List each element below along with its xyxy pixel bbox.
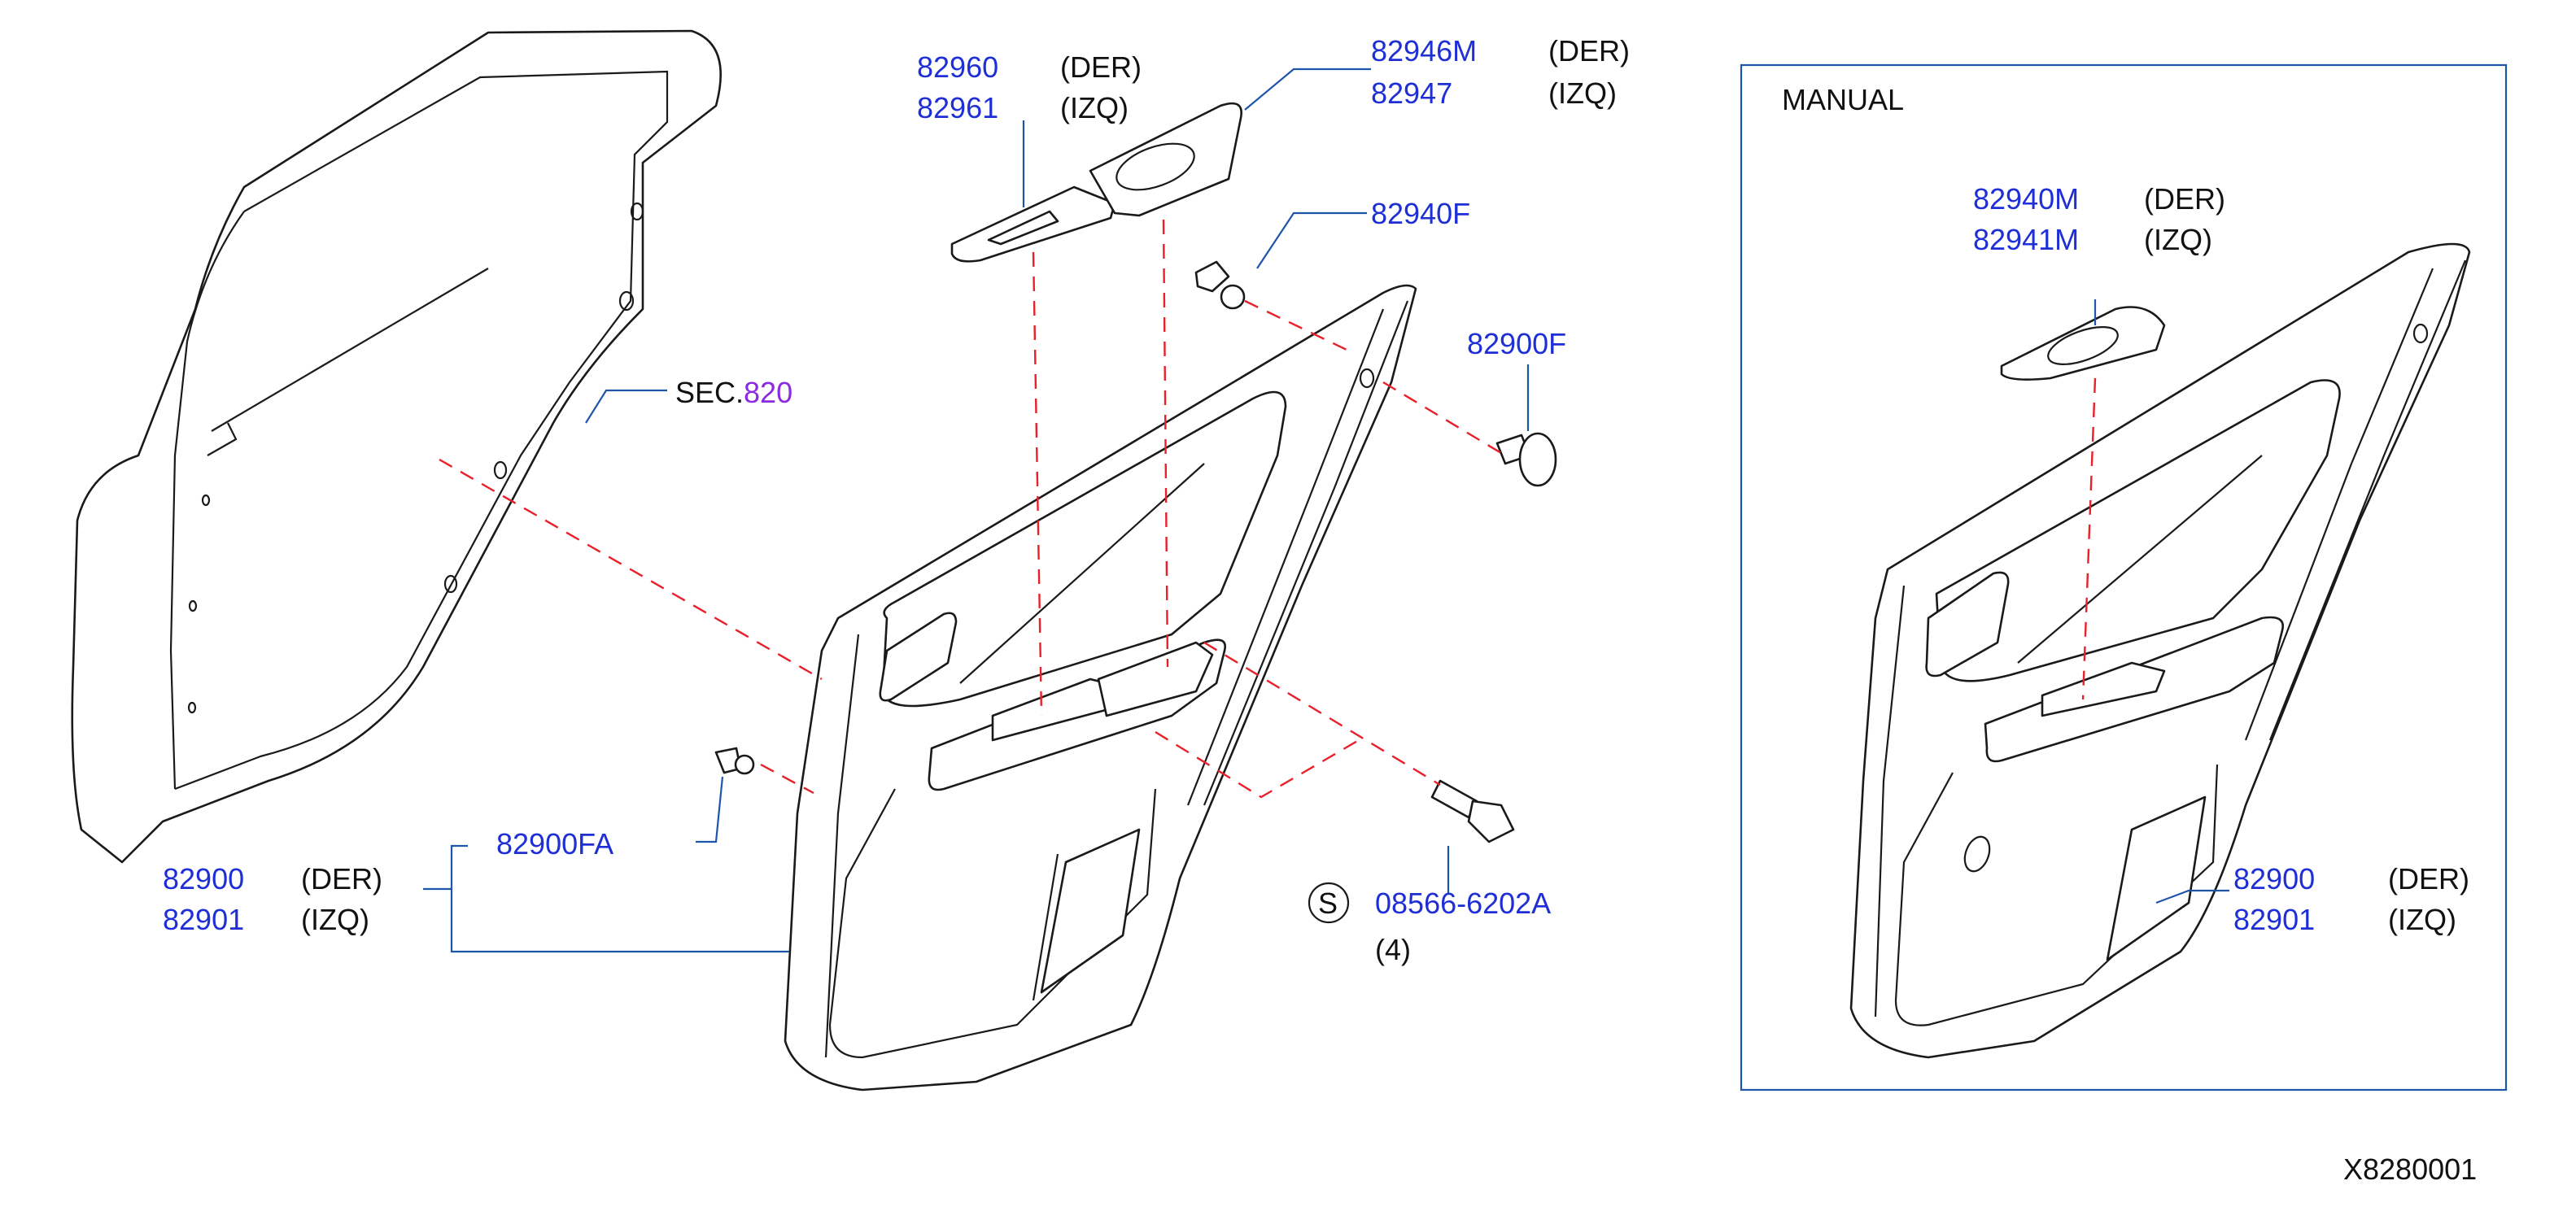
callout-door-trim: 82900 (DER) 82901 (IZQ): [163, 862, 382, 936]
callout-screw: S 08566-6202A (4): [1308, 882, 1551, 966]
standard-part-symbol-icon: [1308, 882, 1350, 924]
manual-variant-box: MANUAL 82940M (DER) 82941M (IZQ): [1740, 63, 2508, 1092]
switch-base-drawing: [950, 185, 1116, 263]
side-der-label: (DER): [301, 862, 382, 895]
finisher-drawing: [1089, 102, 1242, 217]
door-inner-panel-drawing: [71, 29, 723, 864]
clip-upper-drawing: [1194, 260, 1246, 310]
part-number-82900f: 82900F: [1467, 327, 1566, 360]
part-number-82901-manual: 82901: [2233, 903, 2315, 936]
manual-frame: [1740, 63, 2508, 1092]
side-izq-label: (IZQ): [301, 903, 369, 936]
part-number-82900fa: 82900FA: [496, 827, 613, 861]
part-number-82900-manual: 82900: [2233, 862, 2315, 895]
clip-fa-drawing: [714, 747, 755, 775]
part-number-82946m: 82946M: [1371, 34, 1477, 68]
manual-finisher-drawing: [2000, 299, 2166, 381]
standard-part-symbol: S: [1318, 887, 1338, 920]
clip-grommet-drawing: [1495, 432, 1557, 487]
side-der-label: (DER): [1548, 34, 1630, 68]
door-trim-drawing: [784, 284, 1417, 1092]
part-number-82961: 82961: [917, 91, 998, 124]
callout-finisher: 82946M (DER) 82947 (IZQ): [1371, 34, 1630, 110]
leader-lines: [423, 68, 1530, 953]
part-number-08566-6202a: 08566-6202A: [1375, 887, 1551, 920]
part-number-82947: 82947: [1371, 76, 1452, 110]
side-der-label: (DER): [2144, 182, 2225, 216]
part-number-82900: 82900: [163, 862, 244, 895]
sec-prefix: SEC.820: [675, 376, 792, 409]
phantom-lines: [439, 219, 1506, 799]
part-number-82940f: 82940F: [1371, 197, 1470, 230]
callout-switch-base: 82960 (DER) 82961 (IZQ): [917, 50, 1142, 124]
side-izq-label: (IZQ): [1060, 91, 1129, 124]
manual-title: MANUAL: [1782, 83, 1904, 116]
manual-door-trim-drawing: [1849, 242, 2471, 1059]
part-number-82901: 82901: [163, 903, 244, 936]
side-der-label: (DER): [2388, 862, 2469, 895]
diagram-code: X8280001: [2343, 1153, 2477, 1186]
side-der-label: (DER): [1060, 50, 1142, 84]
screw-drawing: [1430, 779, 1515, 843]
side-izq-label: (IZQ): [2144, 223, 2212, 256]
quantity-label: (4): [1375, 933, 1411, 966]
part-number-82960: 82960: [917, 50, 998, 84]
section-reference: SEC.820: [675, 376, 792, 409]
part-number-82940m: 82940M: [1973, 182, 2079, 216]
side-izq-label: (IZQ): [1548, 76, 1617, 110]
sec-prefix-text: SEC.: [675, 376, 744, 409]
part-number-82941m: 82941M: [1973, 223, 2079, 256]
sec-number: 820: [744, 376, 792, 409]
side-izq-label: (IZQ): [2388, 903, 2456, 936]
